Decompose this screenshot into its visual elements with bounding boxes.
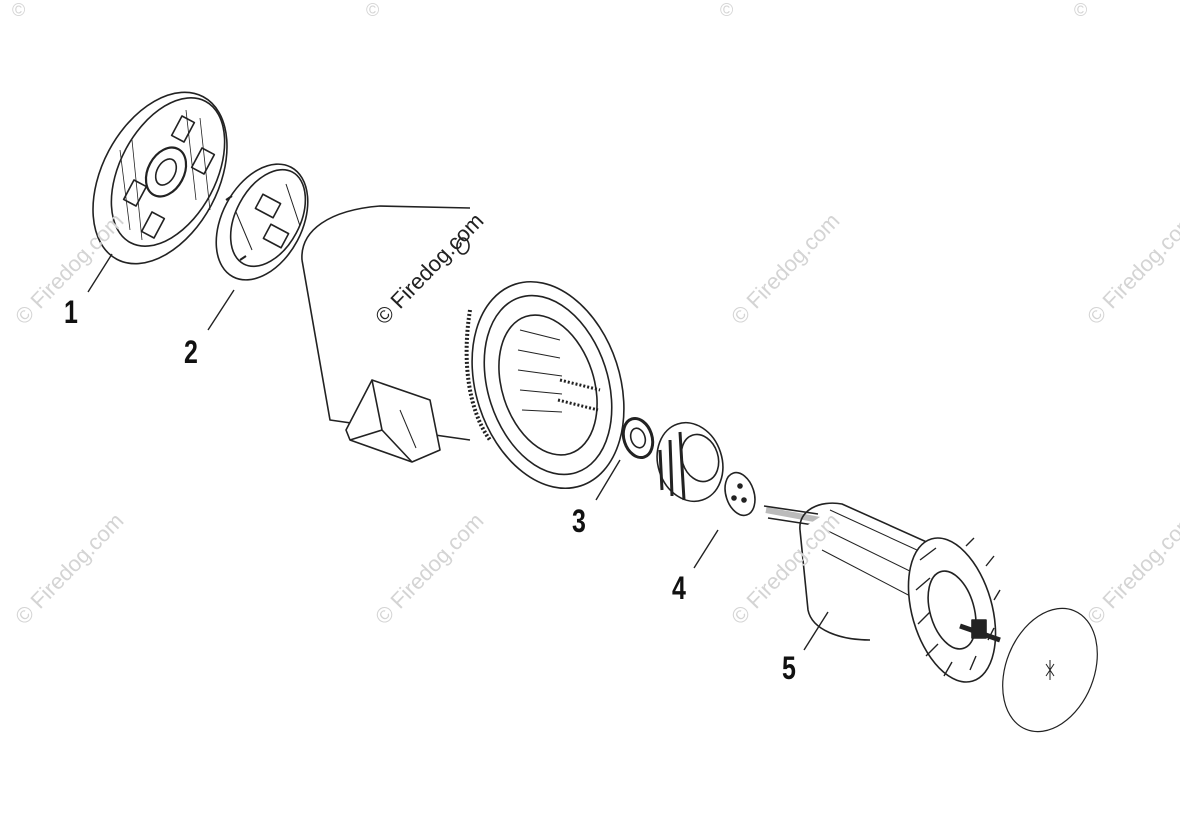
watermark-edge: ©	[366, 0, 380, 20]
callout-1: 1	[64, 294, 78, 330]
fan-guard-disk	[1002, 607, 1098, 733]
callout-2: 2	[184, 334, 198, 370]
rectifier-plate-part-4	[724, 471, 756, 517]
bearing-part-3	[621, 416, 655, 460]
watermark-edge: ©	[12, 0, 26, 20]
watermark-edge: ©	[1074, 0, 1088, 20]
leader-lines	[87, 253, 829, 651]
callout-4: 4	[672, 570, 686, 606]
callout-3: 3	[572, 503, 586, 539]
stator-housing	[300, 205, 625, 490]
watermark-edge: ©	[720, 0, 734, 20]
rotor-part-5	[763, 502, 1001, 683]
callout-5: 5	[782, 650, 796, 686]
exciter-stator-part-2	[215, 163, 309, 281]
exciter-rotor	[656, 421, 724, 503]
end-bracket-part-1	[92, 91, 228, 265]
